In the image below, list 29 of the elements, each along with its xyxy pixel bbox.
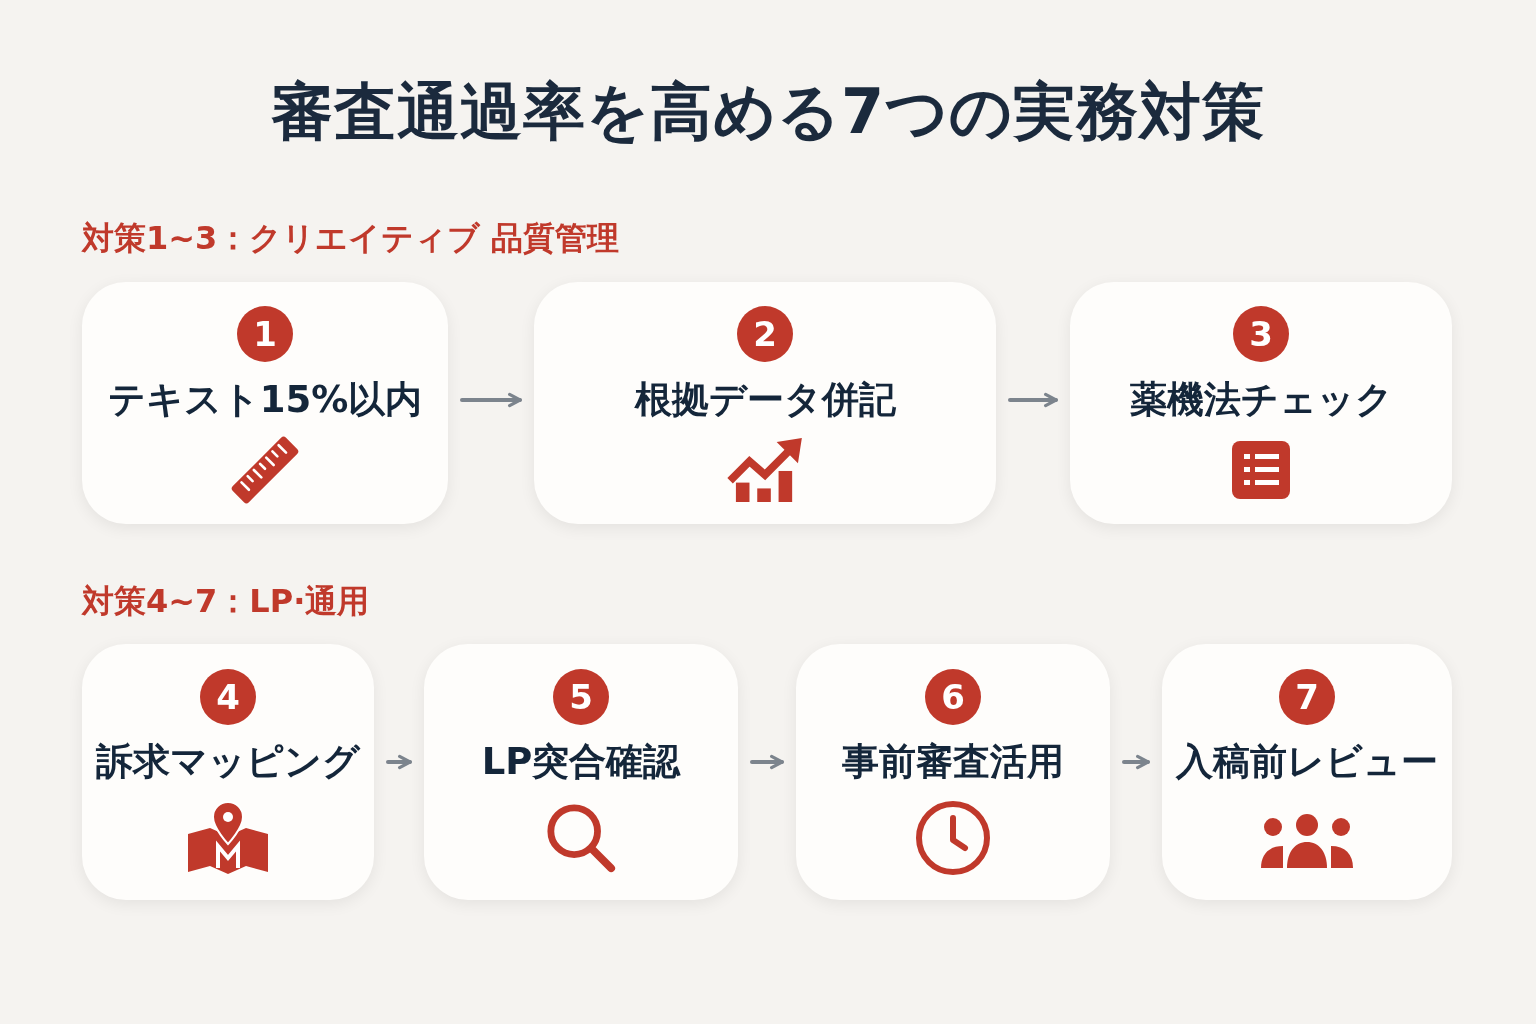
step-card <box>796 644 1110 900</box>
number-badge: 4 <box>200 669 256 725</box>
step-title: 根拠データ併記 <box>634 378 896 422</box>
number-badge: 6 <box>925 669 981 725</box>
step-title: 事前審査活用 <box>842 740 1064 784</box>
number-badge: 7 <box>1279 669 1335 725</box>
step-title: 薬機法チェック <box>1129 378 1393 422</box>
step-card <box>534 282 996 524</box>
step-title: LP突合確認 <box>481 740 681 784</box>
step-card <box>1070 282 1452 524</box>
number-badge: 3 <box>1233 306 1289 362</box>
number-badge: 2 <box>737 306 793 362</box>
arrow <box>386 754 412 770</box>
section-heading: 対策4~7：LP·通用 <box>82 581 370 621</box>
step-title: 訴求マッピング <box>96 740 360 784</box>
step-card <box>424 644 738 900</box>
title: 審査通過率を高める7つの実務対策 <box>270 74 1266 150</box>
number-badge: 1 <box>237 306 293 362</box>
step-title: テキスト15%以内 <box>107 378 423 422</box>
step-card <box>82 644 374 900</box>
step-title: 入稿前レビュー <box>1176 740 1438 784</box>
arrow <box>1008 392 1058 408</box>
arrow <box>460 392 522 408</box>
step-card <box>1162 644 1452 900</box>
section-heading: 対策1~3：クリエイティブ 品質管理 <box>82 218 620 258</box>
arrow <box>750 754 784 770</box>
arrow <box>1122 754 1150 770</box>
step-card <box>82 282 448 524</box>
number-badge: 5 <box>553 669 609 725</box>
